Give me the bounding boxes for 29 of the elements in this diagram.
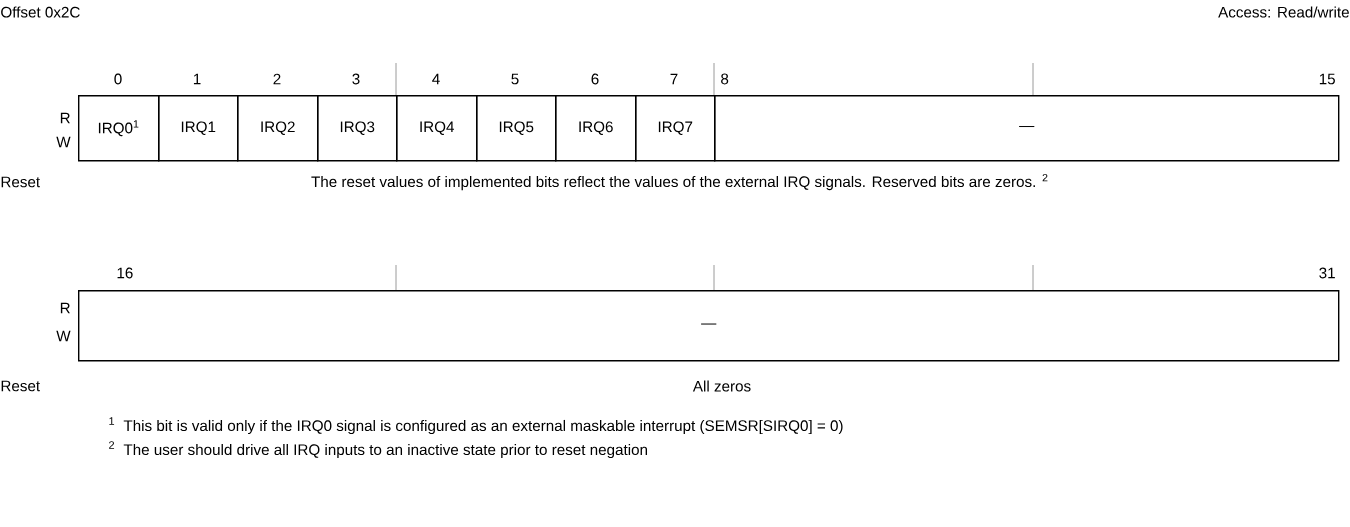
footnote-mark: 1 <box>109 417 115 425</box>
reserved-field-cell: — <box>714 95 1340 162</box>
register-bit-cell: IRQ4 <box>396 95 478 162</box>
footnote: This bit is valid only if the IRQ0 signal is configured as an external maskable interrupt (SEMSR[SIRQ0] = 0) <box>123 419 843 435</box>
register-bit-cell: IRQ5 <box>476 95 557 162</box>
footnote-mark: 2 <box>109 441 115 449</box>
register-bit-cell: IRQ2 <box>237 95 319 162</box>
bit-number: 5 <box>511 73 519 85</box>
bit-number: 1 <box>193 73 201 85</box>
access-type: Access: Read/write <box>1218 6 1349 18</box>
row-label: Reset <box>1 380 40 392</box>
register-bit-cell: IRQ1 <box>158 95 239 162</box>
reset-description: All zeros <box>692 380 751 392</box>
register-bit-cell: IRQ3 <box>317 95 398 162</box>
register-offset: Offset 0x2C <box>1 6 80 18</box>
bit-number: 6 <box>591 73 599 85</box>
reserved-field-cell: — <box>78 290 1340 362</box>
bit-number: 3 <box>352 73 360 85</box>
bit-number: 0 <box>114 73 122 85</box>
register-bit-cell: IRQ7 <box>635 95 716 162</box>
register-bit-cell: IRQ6 <box>555 95 637 162</box>
register-bit-cell: IRQ0$^{1}$ <box>78 95 160 162</box>
bit-number: 2 <box>273 73 281 85</box>
row-label: Reset <box>1 176 40 188</box>
footnote: The user should drive all IRQ inputs to an inactive state prior to reset negation <box>123 443 647 459</box>
bit-number: 4 <box>432 73 440 85</box>
bit-number: 8 <box>721 73 729 85</box>
bit-number: 7 <box>670 73 678 85</box>
reset-description: The reset values of implemented bits reflect the values of the external IRQ signals. Reserved bits are zeros. $^{2}$ <box>311 173 1048 191</box>
